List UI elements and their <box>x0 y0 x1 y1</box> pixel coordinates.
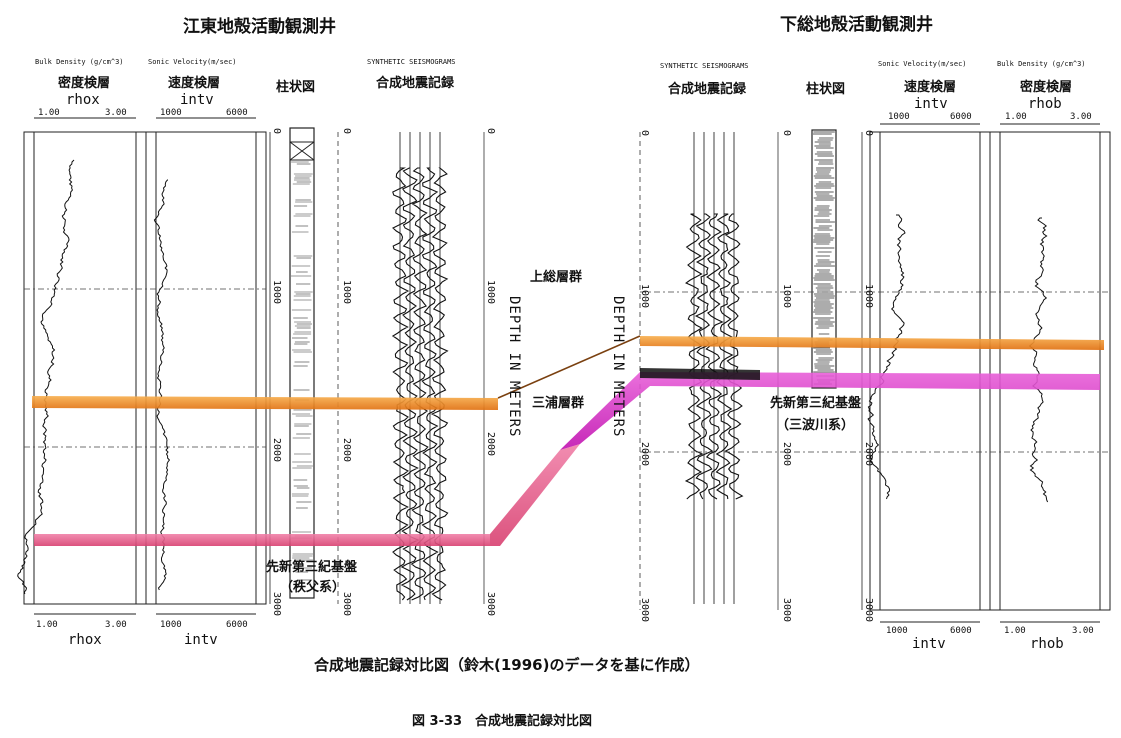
left-density-max: 3.00 <box>105 108 127 118</box>
left-seis-r-tick-3000: 3000 <box>485 592 496 617</box>
right-seis-r-tick-2000: 2000 <box>781 442 792 467</box>
left-velocity-bottom-max: 6000 <box>226 620 248 630</box>
right-velocity-track <box>869 123 991 623</box>
left-seis-tick-0: 0 <box>341 128 352 135</box>
right-density-max: 3.00 <box>1070 112 1092 122</box>
right-basement-label: 先新第三紀基盤 <box>770 396 862 411</box>
left-velocity-max: 6000 <box>226 108 248 118</box>
magenta-horizon <box>560 368 1100 450</box>
right-velocity-bottom-curve: intv <box>912 636 946 652</box>
left-seis-tick-3000: 3000 <box>341 592 352 617</box>
right-velocity-jp: 速度検層 <box>904 80 957 95</box>
left-basement-label: 先新第三紀基盤 <box>266 560 358 575</box>
left-seis-tick-1000: 1000 <box>341 280 352 305</box>
right-seismo-en: SYNTHETIC SEISMOGRAMS <box>660 62 749 70</box>
right-col-tick-0: 0 <box>863 130 874 137</box>
left-seismic-trace-wiggle <box>391 167 410 601</box>
right-seis-r-tick-3000: 3000 <box>781 598 792 623</box>
right-density-track <box>989 123 1111 623</box>
left-seismogram-track <box>337 132 485 604</box>
orange-horizon <box>32 335 1104 410</box>
right-basement-sub: （三波川系） <box>776 418 855 433</box>
kazusa-group-label: 上総層群 <box>530 270 583 285</box>
left-density-en: Bulk Density (g/cm^3) <box>35 58 124 66</box>
right-density-bottom-min: 1.00 <box>1004 626 1026 636</box>
right-lithology-column <box>811 129 837 389</box>
left-seismic-trace-wiggle <box>400 167 420 601</box>
right-depth-axis-label: DEPTH IN METERS <box>610 296 626 438</box>
right-col-tick-3000: 3000 <box>863 598 874 623</box>
figure-number: 図 3-33 合成地震記録対比図 <box>412 714 593 729</box>
left-depth-axis-label: DEPTH IN METERS <box>506 296 522 438</box>
left-seis-r-tick-0: 0 <box>485 128 496 135</box>
left-velocity-min: 1000 <box>160 108 182 118</box>
left-velocity-track <box>145 117 267 615</box>
right-seismic-trace-wiggle <box>694 213 714 500</box>
left-density-bottom-max: 3.00 <box>105 620 127 630</box>
right-seismic-trace-wiggle <box>684 213 704 500</box>
right-velocity-bottom-max: 6000 <box>950 626 972 636</box>
left-basement-sub: （秩父系） <box>280 580 346 595</box>
left-velocity-en: Sonic Velocity(m/sec) <box>148 58 237 66</box>
left-velocity-curve: intv <box>180 92 214 108</box>
right-density-curve: rhob <box>1028 96 1062 112</box>
right-seis-r-tick-0: 0 <box>781 130 792 137</box>
right-velocity-min: 1000 <box>888 112 910 122</box>
left-density-jp: 密度検層 <box>58 76 111 91</box>
left-intv-curve <box>153 179 171 591</box>
left-seismo-en: SYNTHETIC SEISMOGRAMS <box>367 58 456 66</box>
right-velocity-bottom-min: 1000 <box>886 626 908 636</box>
right-velocity-max: 6000 <box>950 112 972 122</box>
figure-caption: 合成地震記録対比図（鈴木(1996)のデータを基に作成） <box>314 656 700 674</box>
left-density-curve: rhox <box>66 92 100 108</box>
left-col-tick-2000: 2000 <box>271 438 282 463</box>
right-seismo-jp: 合成地震記録 <box>668 82 747 97</box>
right-seismic-trace-wiggle <box>724 213 744 500</box>
left-col-tick-3000: 3000 <box>271 592 282 617</box>
right-density-bottom-max: 3.00 <box>1072 626 1094 636</box>
left-density-min: 1.00 <box>38 108 60 118</box>
left-density-bottom-curve: rhox <box>68 632 102 648</box>
left-seismic-trace-wiggle <box>410 167 429 601</box>
left-lithology-column <box>289 127 315 599</box>
right-density-jp: 密度検層 <box>1020 80 1073 95</box>
right-seis-tick-2000: 2000 <box>639 442 650 467</box>
left-depth-gridlines <box>24 288 266 448</box>
left-well-title: 江東地殻活動観測井 <box>183 17 336 37</box>
right-intv-curve <box>867 214 906 500</box>
left-seis-r-tick-1000: 1000 <box>485 280 496 305</box>
right-rhob-curve <box>1028 217 1049 503</box>
left-col-tick-1000: 1000 <box>271 280 282 305</box>
right-density-min: 1.00 <box>1005 112 1027 122</box>
right-density-en: Bulk Density (g/cm^3) <box>997 60 1086 68</box>
left-column-jp: 柱状図 <box>276 80 316 95</box>
right-seis-tick-0: 0 <box>639 130 650 137</box>
left-velocity-bottom-min: 1000 <box>160 620 182 630</box>
pink-horizon <box>34 444 580 546</box>
left-seis-r-tick-2000: 2000 <box>485 432 496 457</box>
left-seis-tick-2000: 2000 <box>341 438 352 463</box>
right-seis-r-tick-1000: 1000 <box>781 284 792 309</box>
right-seis-tick-1000: 1000 <box>639 284 650 309</box>
left-col-tick-0: 0 <box>271 128 282 135</box>
left-rhox-curve <box>17 159 75 595</box>
left-velocity-jp: 速度検層 <box>168 76 221 91</box>
right-column-jp: 柱状図 <box>806 82 846 97</box>
miura-group-label: 三浦層群 <box>532 396 585 411</box>
right-seismic-trace-wiggle <box>715 213 734 500</box>
left-seismic-trace-wiggle <box>430 167 449 601</box>
right-col-tick-2000: 2000 <box>863 442 874 467</box>
left-density-bottom-min: 1.00 <box>36 620 58 630</box>
right-seismic-trace-wiggle <box>705 213 724 500</box>
left-velocity-bottom-curve: intv <box>184 632 218 648</box>
left-seismic-trace-wiggle <box>421 167 439 601</box>
right-seis-tick-3000: 3000 <box>639 598 650 623</box>
left-seismo-jp: 合成地震記録 <box>376 76 455 91</box>
right-density-bottom-curve: rhob <box>1030 636 1064 652</box>
right-velocity-en: Sonic Velocity(m/sec) <box>878 60 967 68</box>
right-velocity-curve: intv <box>914 96 948 112</box>
right-well-title: 下総地殻活動観測井 <box>780 15 933 35</box>
right-col-tick-1000: 1000 <box>863 284 874 309</box>
